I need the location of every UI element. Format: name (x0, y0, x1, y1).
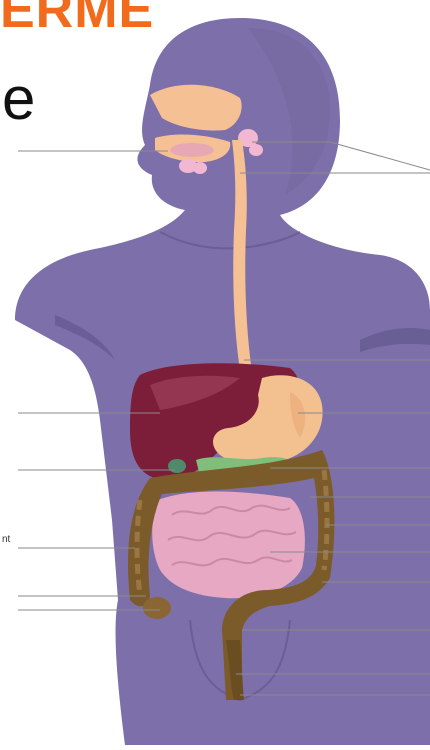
leader-line-right-1b (330, 142, 430, 170)
salivary-gland-submandibular (193, 162, 207, 174)
appendix-cecum (143, 597, 171, 619)
tongue (170, 143, 214, 157)
side-label-fragment: nt (2, 534, 10, 546)
page-heading-fragment: ERME (0, 0, 154, 36)
side-text-fragment: e (2, 64, 35, 134)
gallbladder (168, 459, 186, 473)
salivary-gland-parotid-lobe (249, 144, 263, 156)
